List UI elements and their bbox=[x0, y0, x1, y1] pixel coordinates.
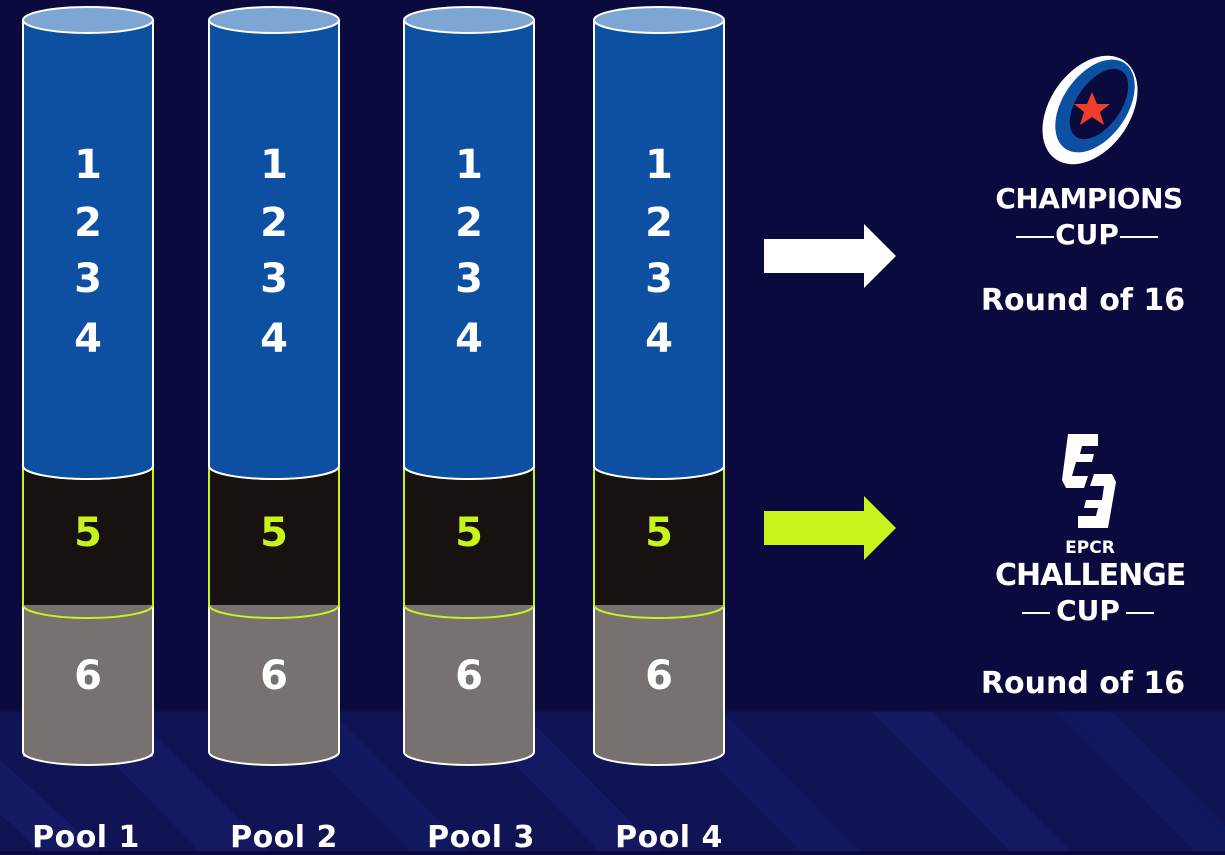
divider-right bbox=[1120, 236, 1158, 238]
rank-3: 3 bbox=[645, 256, 673, 302]
rank-2: 2 bbox=[260, 200, 288, 246]
divider-left bbox=[1022, 612, 1050, 614]
challenge-cup-line2: CUP bbox=[1056, 594, 1120, 627]
cylinder-3 bbox=[403, 6, 535, 766]
champions-cup-line2: CUP bbox=[1055, 218, 1119, 251]
rank-5: 5 bbox=[74, 510, 102, 556]
divider-right bbox=[1126, 612, 1154, 614]
challenge-cup-title: CHALLENGE bbox=[995, 558, 1186, 593]
arrow-to-champions-icon bbox=[764, 224, 896, 288]
challenge-cup-logo-icon bbox=[1062, 434, 1116, 528]
rank-4: 4 bbox=[260, 316, 288, 362]
rank-2: 2 bbox=[455, 200, 483, 246]
rank-3: 3 bbox=[455, 256, 483, 302]
rank-3: 3 bbox=[260, 256, 288, 302]
rank-1: 1 bbox=[645, 142, 673, 188]
rank-3: 3 bbox=[74, 256, 102, 302]
rank-1: 1 bbox=[74, 142, 102, 188]
rank-4: 4 bbox=[74, 316, 102, 362]
rank-1: 1 bbox=[455, 142, 483, 188]
rank-5: 5 bbox=[645, 510, 673, 556]
pool-label-2: Pool 2 bbox=[230, 820, 338, 855]
champions-cup-logo-icon bbox=[1042, 55, 1138, 165]
pool-label-1: Pool 1 bbox=[32, 820, 140, 855]
pool-label-3: Pool 3 bbox=[427, 820, 535, 855]
challenge-cup-sub: CUP bbox=[1018, 594, 1158, 628]
rank-6: 6 bbox=[260, 653, 288, 699]
challenge-round-label: Round of 16 bbox=[980, 666, 1186, 701]
champions-round-label: Round of 16 bbox=[980, 283, 1186, 318]
rank-6: 6 bbox=[455, 653, 483, 699]
rank-6: 6 bbox=[74, 653, 102, 699]
rank-2: 2 bbox=[645, 200, 673, 246]
rank-5: 5 bbox=[260, 510, 288, 556]
rank-4: 4 bbox=[455, 316, 483, 362]
rank-6: 6 bbox=[645, 653, 673, 699]
rank-4: 4 bbox=[645, 316, 673, 362]
rank-5: 5 bbox=[455, 510, 483, 556]
rank-2: 2 bbox=[74, 200, 102, 246]
champions-cup-title: CHAMPIONS bbox=[995, 182, 1183, 215]
cylinder-1 bbox=[22, 6, 154, 766]
arrow-to-challenge-icon bbox=[764, 496, 896, 560]
champions-cup-sub: CUP bbox=[1012, 218, 1162, 252]
cylinder-2 bbox=[208, 6, 340, 766]
challenge-cup-epcr: EPCR bbox=[1065, 538, 1115, 558]
pool-label-4: Pool 4 bbox=[615, 820, 723, 855]
divider-left bbox=[1016, 236, 1054, 238]
rank-1: 1 bbox=[260, 142, 288, 188]
cylinder-4 bbox=[593, 6, 725, 766]
